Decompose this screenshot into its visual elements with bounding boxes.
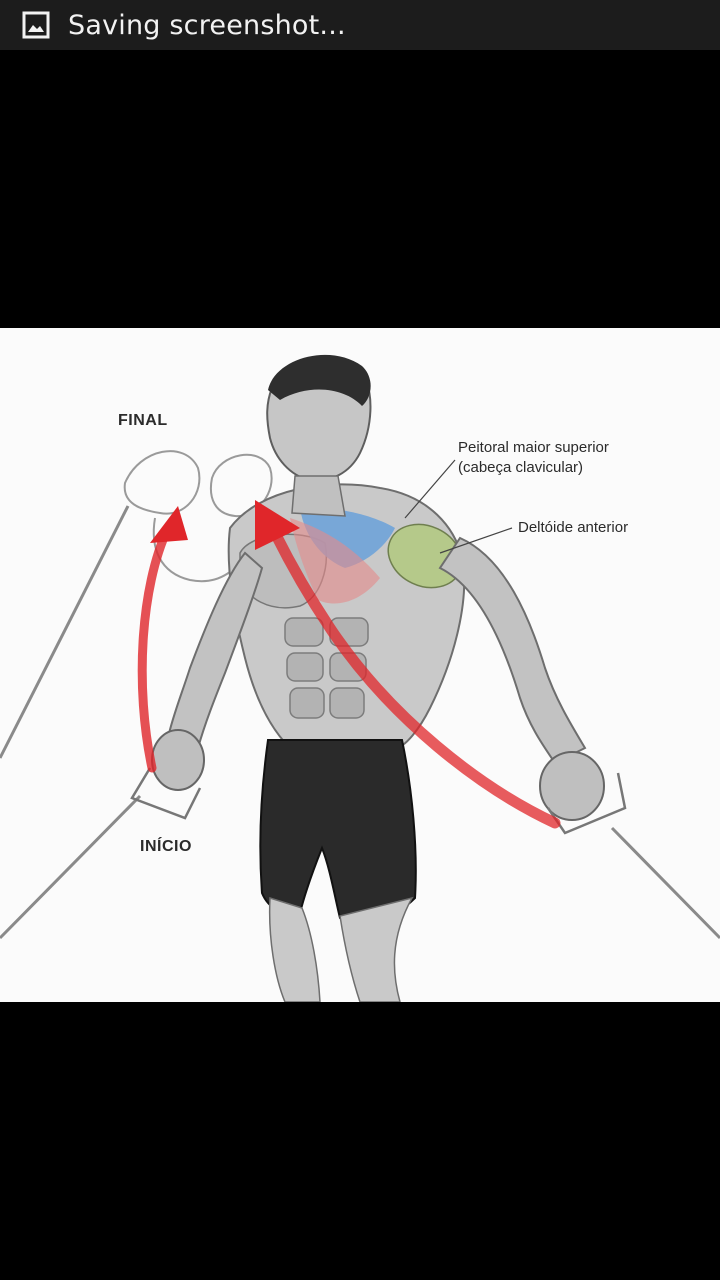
status-bar: Saving screenshot... xyxy=(0,0,720,50)
label-final: FINAL xyxy=(118,412,168,429)
label-deltoid: Deltóide anterior xyxy=(518,519,629,536)
label-pectoral-line1: Peitoral maior superior xyxy=(458,439,609,456)
label-inicio: INÍCIO xyxy=(140,838,192,855)
status-text: Saving screenshot... xyxy=(68,9,346,41)
illustration-drawing xyxy=(0,354,720,1002)
exercise-illustration: FINAL INÍCIO Peitoral maior superior (ca… xyxy=(0,328,720,1002)
label-pectoral-line2: (cabeça clavicular) xyxy=(458,459,584,476)
image-icon xyxy=(22,11,50,39)
